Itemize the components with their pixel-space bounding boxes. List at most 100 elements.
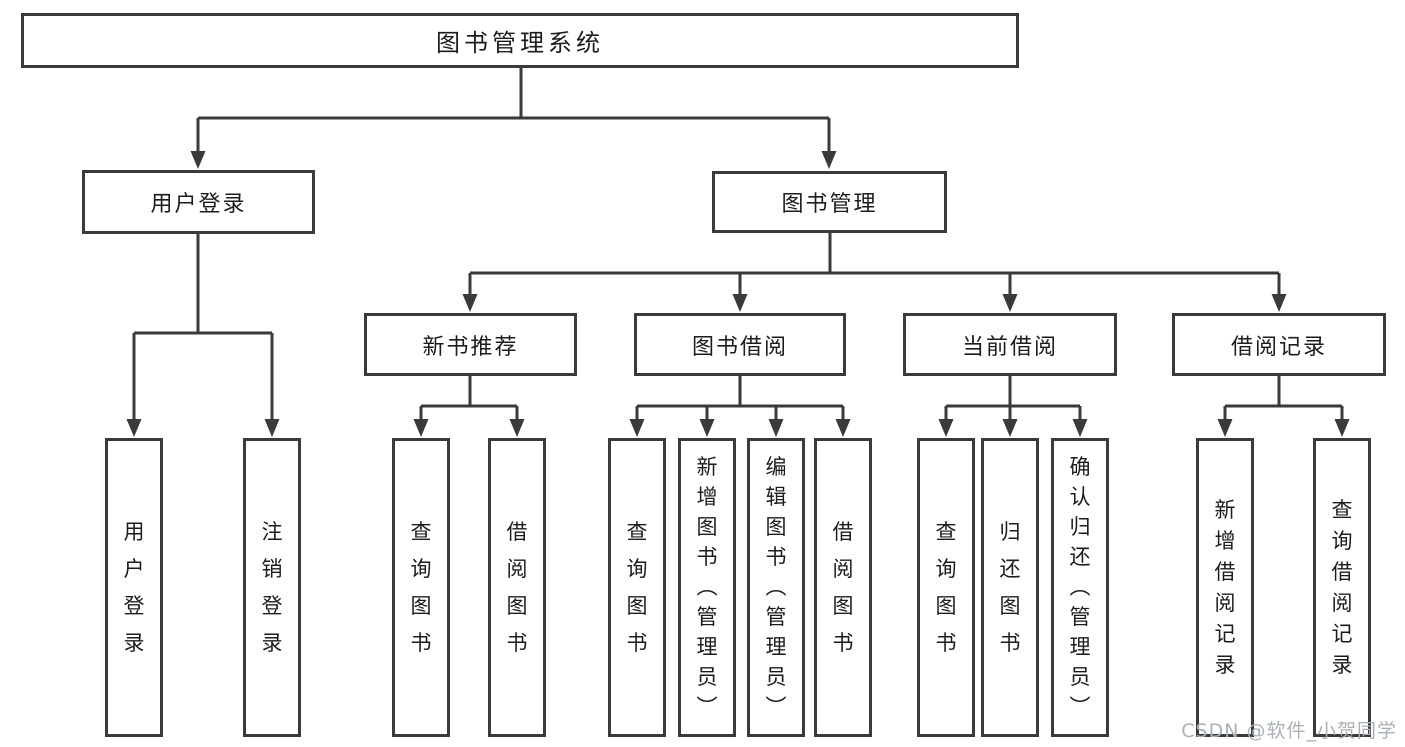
node-new-book-recommend: 新书推荐	[364, 313, 577, 376]
leaf-label-char: 编	[765, 455, 787, 479]
leaf-label-char: 阅	[1331, 590, 1353, 615]
leaf-return-books: 归还图书	[981, 438, 1039, 737]
leaf-label-char: 员	[765, 665, 787, 689]
leaf-label-char: 询	[935, 556, 957, 581]
leaf-logout-label: 注销登录	[246, 441, 298, 734]
leaf-label-char: 增	[696, 485, 718, 509]
leaf-label-char: 增	[1214, 528, 1236, 553]
leaf-label-char: ︶	[1069, 695, 1091, 719]
leaf-label-char: 录	[123, 630, 145, 655]
leaf-label-char: 图	[410, 593, 432, 618]
leaf-label-char: 归	[999, 519, 1021, 544]
leaf-label-char: 借	[1214, 559, 1236, 584]
leaf-label-char: ︵	[696, 575, 718, 599]
leaf-label-char: 书	[832, 630, 854, 655]
leaf-label-char: 录	[1331, 652, 1353, 677]
csdn-watermark: CSDN @软件_小贺同学	[1181, 720, 1397, 742]
leaf-label-char: 阅	[1214, 590, 1236, 615]
leaf-label-char: 注	[261, 519, 283, 544]
leaf-label-char: 书	[765, 545, 787, 569]
leaf-label-char: 员	[696, 665, 718, 689]
leaf-user-login-label: 用户登录	[108, 441, 160, 734]
leaf-query-books-borrow: 查询图书	[608, 438, 666, 737]
leaf-label-char: 查	[626, 519, 648, 544]
leaf-label-char: 图	[765, 515, 787, 539]
leaf-label-char: ︶	[696, 695, 718, 719]
leaf-label-char: 借	[506, 519, 528, 544]
leaf-add-books-admin-label: 新增图书︵管理员︶	[681, 441, 733, 734]
leaf-add-borrow-record-label: 新增借阅记录	[1199, 441, 1251, 734]
leaf-label-char: 确	[1069, 455, 1091, 479]
leaf-label-char: 新	[696, 455, 718, 479]
leaf-label-char: ︵	[765, 575, 787, 599]
leaf-borrow-books-borrow-label: 借阅图书	[817, 441, 869, 734]
leaf-add-borrow-record: 新增借阅记录	[1196, 438, 1254, 737]
leaf-label-char: 理	[1069, 635, 1091, 659]
node-user-login: 用户登录	[82, 170, 315, 234]
node-system-root: 图书管理系统	[21, 13, 1019, 68]
leaf-borrow-books-recommend-label: 借阅图书	[491, 441, 543, 734]
node-system-root-label: 图书管理系统	[436, 29, 604, 57]
leaf-label-char: 管	[696, 605, 718, 629]
leaf-label-char: 询	[1331, 528, 1353, 553]
node-borrow-records: 借阅记录	[1172, 313, 1386, 376]
leaf-label-char: 员	[1069, 665, 1091, 689]
leaf-query-books-current: 查询图书	[917, 438, 975, 737]
leaf-label-char: 查	[935, 519, 957, 544]
node-book-borrowing-label: 图书借阅	[691, 334, 788, 360]
leaf-query-books-borrow-label: 查询图书	[611, 441, 663, 734]
leaf-label-char: 登	[123, 593, 145, 618]
node-current-borrowing-label: 当前借阅	[961, 334, 1058, 360]
leaf-confirm-return-admin: 确认归还︵管理员︶	[1051, 438, 1109, 737]
leaf-label-char: 询	[410, 556, 432, 581]
leaf-label-char: 还	[999, 556, 1021, 581]
node-borrow-records-label: 借阅记录	[1230, 334, 1327, 360]
leaf-label-char: 书	[626, 630, 648, 655]
leaf-label-char: 书	[696, 545, 718, 569]
leaf-query-borrow-record-label: 查询借阅记录	[1316, 441, 1368, 734]
leaf-label-char: 管	[765, 605, 787, 629]
leaf-label-char: 录	[261, 630, 283, 655]
leaf-label-char: 用	[123, 519, 145, 544]
leaf-edit-books-admin: 编辑图书︵管理员︶	[747, 438, 805, 737]
leaf-logout: 注销登录	[243, 438, 301, 737]
leaf-borrow-books-recommend: 借阅图书	[488, 438, 546, 737]
leaf-label-char: 图	[506, 593, 528, 618]
leaf-borrow-books-borrow: 借阅图书	[814, 438, 872, 737]
leaf-label-char: 阅	[506, 556, 528, 581]
leaf-label-char: 阅	[832, 556, 854, 581]
leaf-label-char: 书	[506, 630, 528, 655]
leaf-label-char: 书	[999, 630, 1021, 655]
leaf-user-login: 用户登录	[105, 438, 163, 737]
leaf-label-char: ︵	[1069, 575, 1091, 599]
node-user-login-label: 用户登录	[150, 192, 247, 217]
leaf-label-char: 录	[1214, 652, 1236, 677]
leaf-label-char: 借	[832, 519, 854, 544]
leaf-label-char: 图	[832, 593, 854, 618]
leaf-label-char: 户	[123, 556, 145, 581]
leaf-edit-books-admin-label: 编辑图书︵管理员︶	[750, 441, 802, 734]
leaf-label-char: 归	[1069, 515, 1091, 539]
leaf-label-char: 书	[410, 630, 432, 655]
leaf-label-char: 记	[1214, 621, 1236, 646]
leaf-add-books-admin: 新增图书︵管理员︶	[678, 438, 736, 737]
leaf-label-char: 图	[696, 515, 718, 539]
leaf-label-char: 销	[261, 556, 283, 581]
leaf-label-char: 书	[935, 630, 957, 655]
leaf-confirm-return-admin-label: 确认归还︵管理员︶	[1054, 441, 1106, 734]
leaf-label-char: 理	[765, 635, 787, 659]
leaf-label-char: 认	[1069, 485, 1091, 509]
node-book-management-label: 图书管理	[781, 192, 878, 217]
leaf-label-char: 登	[261, 593, 283, 618]
node-book-management: 图书管理	[712, 171, 947, 233]
leaf-return-books-label: 归还图书	[984, 441, 1036, 734]
leaf-label-char: ︶	[765, 695, 787, 719]
leaf-label-char: 图	[626, 593, 648, 618]
leaf-label-char: 图	[935, 593, 957, 618]
leaf-query-books-recommend: 查询图书	[392, 438, 450, 737]
node-book-borrowing: 图书借阅	[634, 313, 846, 376]
leaf-label-char: 询	[626, 556, 648, 581]
leaf-query-books-current-label: 查询图书	[920, 441, 972, 734]
leaf-label-char: 查	[1331, 497, 1353, 522]
